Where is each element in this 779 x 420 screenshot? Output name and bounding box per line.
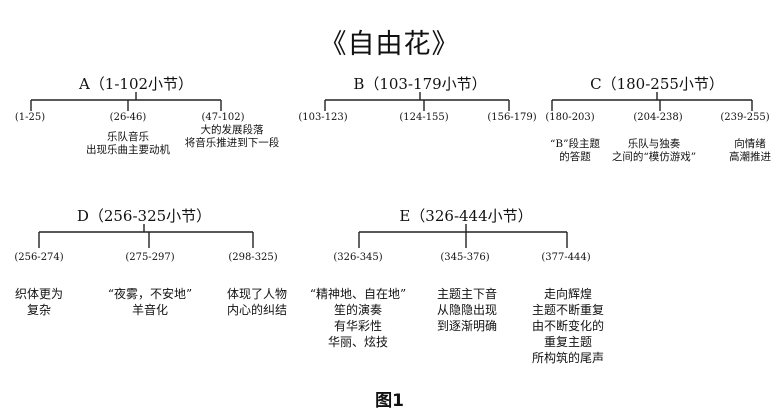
section-e-label: E（326-444小节） — [399, 207, 533, 225]
c3-description: 向情绪高潮推进 — [729, 138, 771, 163]
c2-range: (204-238) — [633, 112, 683, 123]
b3-range: (156-179) — [487, 112, 537, 123]
e2-range: (345-376) — [440, 252, 490, 263]
section-d-label: D（256-325小节） — [76, 207, 212, 225]
c1-description: “B”段主题的答题 — [550, 138, 600, 163]
c3-range: (239-255) — [720, 112, 770, 123]
e3-description: 走向辉煌主题不断重复由不断变化的重复主题所构筑的尾声 — [531, 287, 605, 365]
e1-range: (326-345) — [333, 252, 383, 263]
d2-range: (275-297) — [125, 252, 175, 263]
section-b-label: B（103-179小节） — [353, 75, 487, 93]
e2-description: 主题主下音从隐隐出现到逐渐明确 — [436, 287, 498, 333]
figure-caption: 图1 — [375, 391, 404, 411]
d3-range: (298-325) — [228, 252, 278, 263]
b2-range: (124-155) — [399, 112, 449, 123]
diagram-title: 《自由花》 — [319, 29, 460, 60]
e1-description: “精神地、自在地”笙的演奏有华彩性华丽、炫技 — [309, 287, 407, 349]
c2-description: 乐队与独奏之间的“模仿游戏” — [611, 138, 697, 163]
d2-description: “夜雾，不安地”羊音化 — [107, 287, 193, 317]
section-a-label: A（1-102小节） — [78, 75, 194, 93]
d1-description: 织体更为复杂 — [14, 287, 64, 317]
section-c-label: C（180-255小节） — [590, 75, 724, 93]
d3-description: 体现了人物内心的纠结 — [226, 287, 288, 317]
d1-range: (256-274) — [14, 252, 64, 263]
a2-range: (26-46) — [109, 112, 147, 123]
a2-description: 乐队音乐出现乐曲主要动机 — [86, 131, 170, 156]
b1-range: (103-123) — [298, 112, 348, 123]
a1-range: (1-25) — [14, 112, 46, 123]
c1-range: (180-203) — [545, 112, 595, 123]
a3-description: 大的发展段落将音乐推进到下一段 — [184, 124, 280, 149]
a3-range: (47-102) — [201, 112, 245, 123]
e3-range: (377-444) — [541, 252, 591, 263]
